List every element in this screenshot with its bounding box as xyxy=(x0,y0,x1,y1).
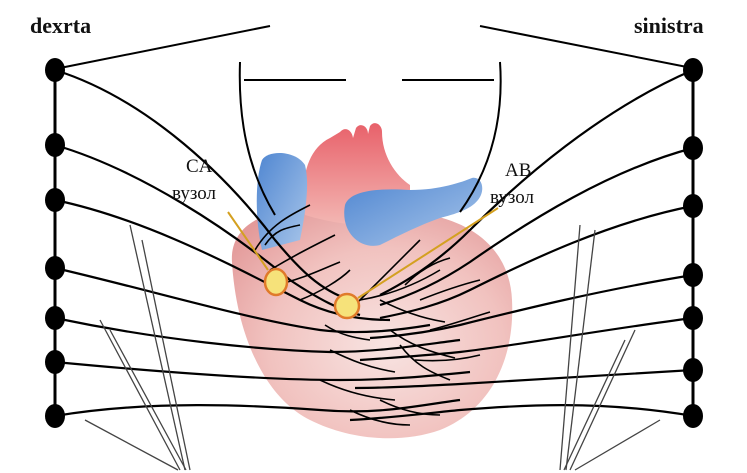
electrode-dot xyxy=(45,188,65,212)
superior-vena-cava xyxy=(257,153,307,250)
electrode-dot xyxy=(683,194,703,218)
electrode-dot xyxy=(683,404,703,428)
av-node-label-line2: вузол xyxy=(490,187,534,208)
left-side-label: dexrta xyxy=(30,13,91,38)
electrode-dot xyxy=(45,256,65,280)
right-side-label: sinistra xyxy=(634,13,704,38)
av-node-label-line1: AB xyxy=(505,160,531,181)
electrode-dot xyxy=(683,136,703,160)
electrode-dot xyxy=(45,58,65,82)
electrode-dot xyxy=(45,350,65,374)
sa-node-label-line2: вузол xyxy=(172,183,216,204)
av-node xyxy=(335,294,359,318)
electrode-dot xyxy=(45,133,65,157)
electrode-dot xyxy=(683,58,703,82)
sa-node xyxy=(265,269,287,295)
electrode-dot xyxy=(683,306,703,330)
electrode-dot xyxy=(45,404,65,428)
electrode-dot xyxy=(683,358,703,382)
electrode-dot xyxy=(45,306,65,330)
sa-node-label-line1: CA xyxy=(186,156,213,177)
electrode-dot xyxy=(683,263,703,287)
